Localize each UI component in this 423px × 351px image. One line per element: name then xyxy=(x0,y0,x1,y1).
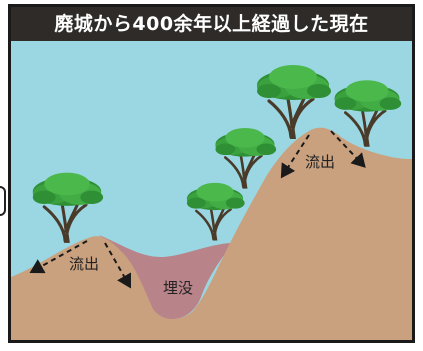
dashed-arrow-icon xyxy=(29,240,88,274)
ground-terrain xyxy=(11,127,412,340)
outflow-label-left: 流出 xyxy=(69,255,99,273)
dashed-arrow-icon xyxy=(104,242,131,289)
buried-label: 埋没 xyxy=(163,279,193,297)
title-text: 廃城から400余年以上経過した現在 xyxy=(54,13,369,35)
outflow-label-right: 流出 xyxy=(305,153,335,171)
tree-icon xyxy=(31,171,105,245)
tree-icon xyxy=(333,78,403,149)
title-bar: 廃城から400余年以上経過した現在 xyxy=(11,7,412,41)
landscape-scene: 流出 流出 埋没 xyxy=(11,63,412,340)
illustration-panel: 廃城から400余年以上経過した現在 xyxy=(8,4,415,343)
dashed-arrow-icon xyxy=(280,134,310,179)
page-edge-mark xyxy=(0,186,6,216)
buried-sediment xyxy=(99,235,233,320)
dashed-arrow-icon xyxy=(330,130,366,168)
